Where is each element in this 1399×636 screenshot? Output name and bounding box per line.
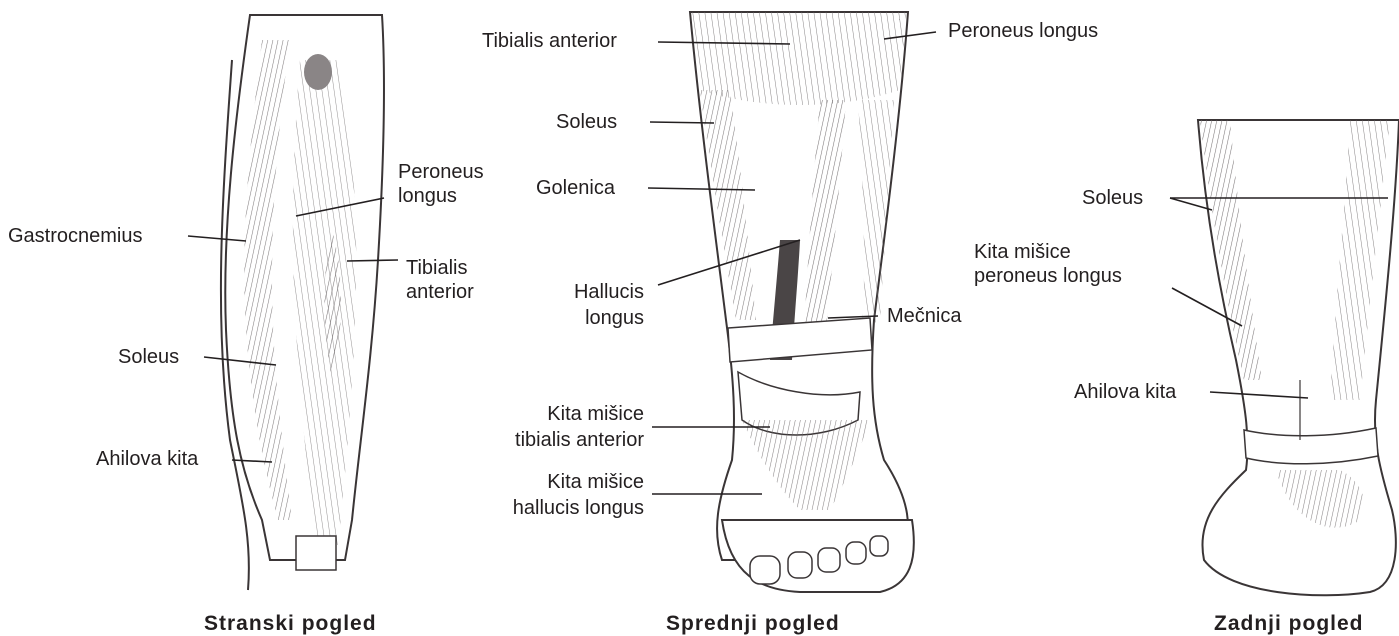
- label-lateral-peroneus-longus-line2: longus: [398, 184, 457, 208]
- caption-lateral-view: Stranski pogled: [204, 612, 377, 636]
- label-anterior-hallucis-longus-line2: longus: [546, 306, 644, 330]
- anterior-view-leg-illustration: [690, 12, 914, 592]
- label-anterior-mecnica: Mečnica: [887, 304, 961, 328]
- label-posterior-kita-peroneus-line2: peroneus longus: [974, 264, 1122, 288]
- label-anterior-golenica: Golenica: [536, 176, 615, 200]
- label-lateral-gastrocnemius: Gastrocnemius: [8, 224, 143, 248]
- label-posterior-kita-peroneus-line1: Kita mišice: [974, 240, 1071, 264]
- label-posterior-soleus: Soleus: [1082, 186, 1143, 210]
- caption-posterior-view: Zadnji pogled: [1214, 612, 1364, 636]
- label-posterior-ahilova-kita: Ahilova kita: [1074, 380, 1176, 404]
- label-anterior-kita-hallucis-line1: Kita mišice: [444, 470, 644, 494]
- label-anterior-hallucis-longus-line1: Hallucis: [546, 280, 644, 304]
- caption-anterior-view: Sprednji pogled: [666, 612, 840, 636]
- label-lateral-peroneus-longus-line1: Peroneus: [398, 160, 484, 184]
- label-anterior-kita-tibialis-line1: Kita mišice: [444, 402, 644, 426]
- label-anterior-peroneus-longus: Peroneus longus: [948, 19, 1098, 43]
- label-anterior-kita-hallucis-line2: hallucis longus: [444, 496, 644, 520]
- posterior-view-leg-illustration: [1198, 120, 1399, 595]
- lateral-view-leg-illustration: [221, 15, 384, 590]
- label-anterior-kita-tibialis-line2: tibialis anterior: [444, 428, 644, 452]
- label-lateral-tibialis-anterior-line1: Tibialis: [406, 256, 468, 280]
- label-lateral-ahilova-kita: Ahilova kita: [96, 447, 198, 471]
- label-lateral-soleus: Soleus: [118, 345, 179, 369]
- label-lateral-tibialis-anterior-line2: anterior: [406, 280, 474, 304]
- label-anterior-tibialis-anterior: Tibialis anterior: [482, 29, 617, 53]
- label-anterior-soleus: Soleus: [556, 110, 617, 134]
